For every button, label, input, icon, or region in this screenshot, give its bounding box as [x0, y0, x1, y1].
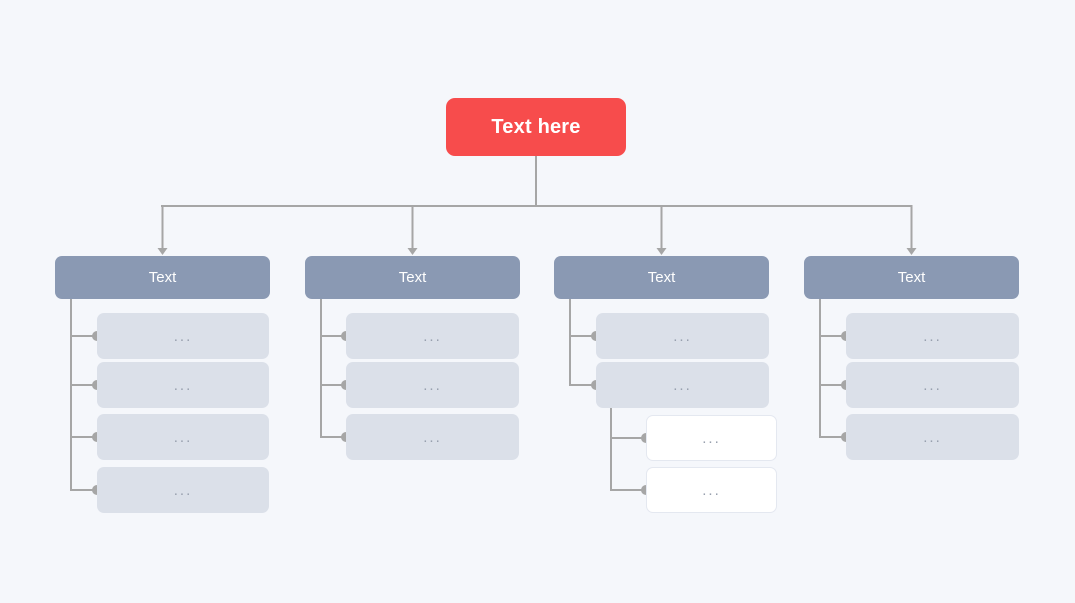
leaf-node-1-1-label: ...: [173, 327, 193, 345]
branch-node-1[interactable]: Text: [55, 256, 270, 299]
leaf-node-1-4-label: ...: [173, 481, 193, 499]
subleaf-node-3-2-2[interactable]: ...: [646, 467, 777, 513]
leaf-node-1-1[interactable]: ...: [97, 313, 269, 359]
leaf-node-3-2-label: ...: [673, 376, 692, 394]
leaf-node-1-3-label: ...: [173, 428, 193, 446]
leaf-node-3-2[interactable]: ...: [596, 362, 769, 408]
leaf-node-2-2-label: ...: [423, 376, 442, 394]
branch-node-1-label: Text: [148, 269, 177, 286]
subleaf-node-3-2-1-label: ...: [702, 429, 721, 447]
leaf-node-2-3-label: ...: [423, 428, 442, 446]
branch-node-3[interactable]: Text: [554, 256, 769, 299]
root-node-label: Text here: [491, 116, 581, 138]
leaf-node-3-1[interactable]: ...: [596, 313, 769, 359]
branch-node-3-label: Text: [647, 269, 676, 286]
subleaf-node-3-2-2-label: ...: [702, 481, 721, 499]
leaf-node-2-2[interactable]: ...: [346, 362, 519, 408]
leaf-node-2-1[interactable]: ...: [346, 313, 519, 359]
leaf-node-4-2[interactable]: ...: [846, 362, 1019, 408]
subleaf-node-3-2-1[interactable]: ...: [646, 415, 777, 461]
leaf-node-2-1-label: ...: [423, 327, 442, 345]
leaf-node-3-1-label: ...: [673, 327, 692, 345]
leaf-node-1-2[interactable]: ...: [97, 362, 269, 408]
branch-node-2-label: Text: [398, 269, 427, 286]
leaf-node-1-2-label: ...: [173, 376, 193, 394]
root-node[interactable]: Text here: [446, 98, 626, 156]
leaf-node-4-1[interactable]: ...: [846, 313, 1019, 359]
leaf-node-4-3[interactable]: ...: [846, 414, 1019, 460]
leaf-node-4-1-label: ...: [923, 327, 942, 345]
branch-node-4[interactable]: Text: [804, 256, 1019, 299]
branch-node-2[interactable]: Text: [305, 256, 520, 299]
leaf-node-1-3[interactable]: ...: [97, 414, 269, 460]
leaf-node-4-3-label: ...: [923, 428, 942, 446]
branch-node-4-label: Text: [897, 269, 926, 286]
leaf-node-2-3[interactable]: ...: [346, 414, 519, 460]
leaf-node-1-4[interactable]: ...: [97, 467, 269, 513]
leaf-node-4-2-label: ...: [923, 376, 942, 394]
